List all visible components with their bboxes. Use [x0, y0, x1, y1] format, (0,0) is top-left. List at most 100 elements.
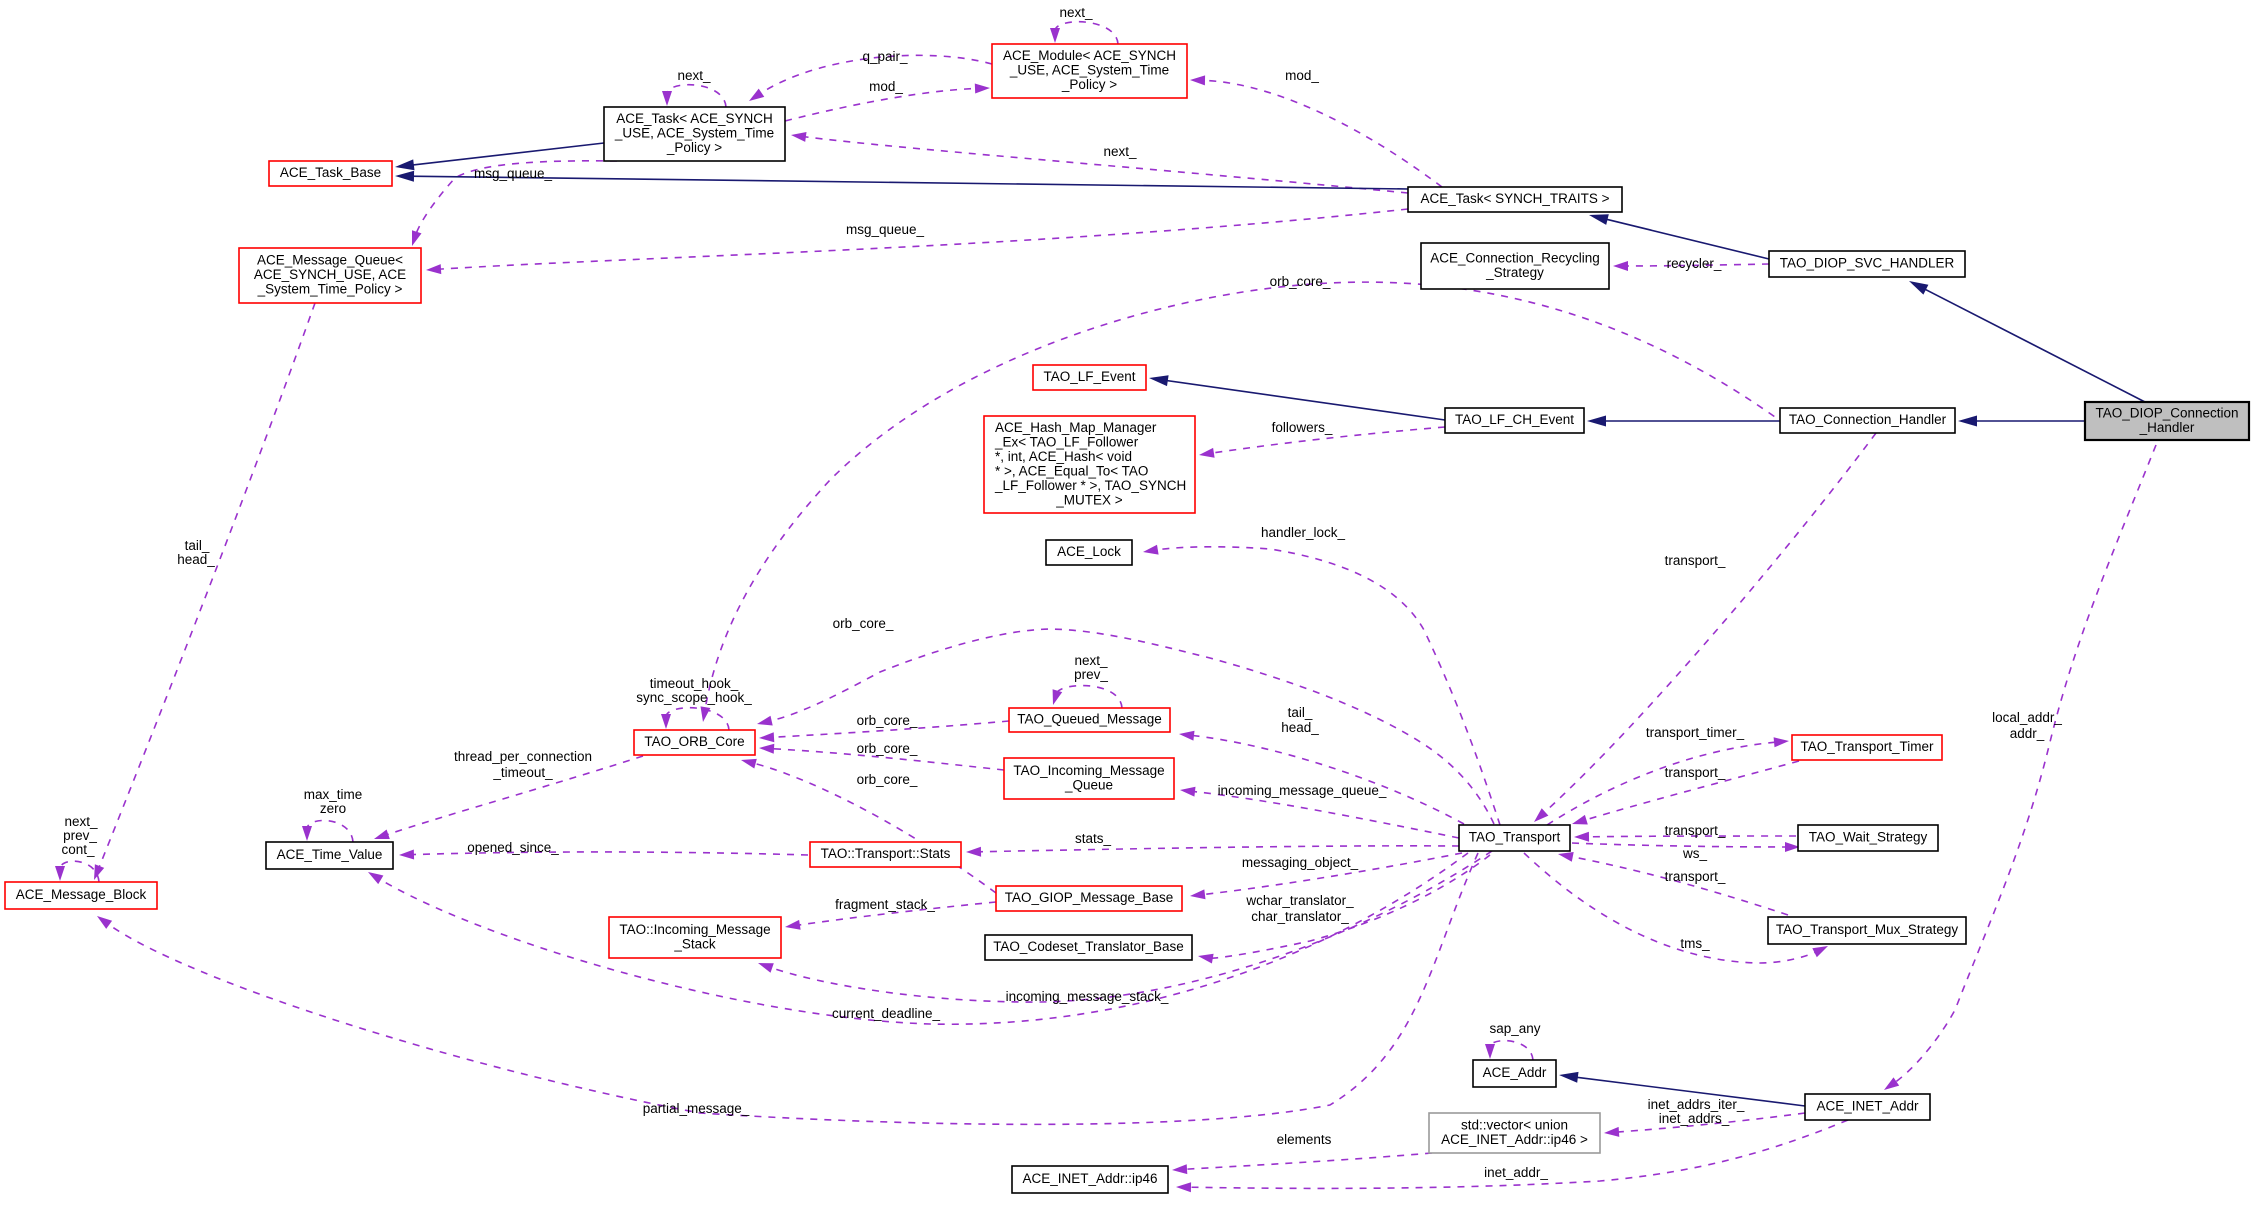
svg-text:head_: head_: [1281, 720, 1319, 735]
svg-text:_Queue: _Queue: [1064, 777, 1113, 792]
svg-text:zero: zero: [320, 801, 346, 816]
svg-text:orb_core_: orb_core_: [857, 713, 918, 728]
svg-text:ACE_Lock: ACE_Lock: [1057, 544, 1121, 559]
svg-text:incoming_message_stack_: incoming_message_stack_: [1006, 989, 1169, 1004]
svg-text:elements: elements: [1277, 1132, 1332, 1147]
svg-text:TAO_Incoming_Message: TAO_Incoming_Message: [1013, 763, 1164, 778]
svg-text:ACE_INET_Addr: ACE_INET_Addr: [1816, 1099, 1919, 1114]
svg-text:mod_: mod_: [1285, 68, 1319, 83]
svg-text:_Handler: _Handler: [2139, 420, 2195, 435]
svg-text:mod_: mod_: [869, 79, 903, 94]
svg-text:inet_addrs_: inet_addrs_: [1659, 1111, 1730, 1126]
svg-text:TAO_Codeset_Translator_Base: TAO_Codeset_Translator_Base: [993, 939, 1184, 954]
svg-text:_USE, ACE_System_Time: _USE, ACE_System_Time: [1009, 63, 1169, 78]
svg-text:opened_since_: opened_since_: [467, 840, 559, 855]
svg-text:sap_any: sap_any: [1489, 1021, 1540, 1036]
svg-text:TAO_Connection_Handler: TAO_Connection_Handler: [1789, 412, 1947, 427]
svg-text:_Ex< TAO_LF_Follower: _Ex< TAO_LF_Follower: [994, 434, 1139, 449]
svg-text:TAO_DIOP_SVC_HANDLER: TAO_DIOP_SVC_HANDLER: [1780, 256, 1955, 271]
svg-text:TAO::Transport::Stats: TAO::Transport::Stats: [821, 846, 951, 861]
svg-text:TAO_LF_Event: TAO_LF_Event: [1043, 369, 1135, 384]
svg-text:char_translator_: char_translator_: [1251, 909, 1349, 924]
svg-text:ACE_Connection_Recycling: ACE_Connection_Recycling: [1430, 250, 1600, 265]
svg-text:TAO::Incoming_Message: TAO::Incoming_Message: [619, 922, 770, 937]
svg-text:TAO_Transport_Mux_Strategy: TAO_Transport_Mux_Strategy: [1776, 922, 1959, 937]
svg-text:orb_core_: orb_core_: [1270, 274, 1331, 289]
svg-text:cont_: cont_: [61, 842, 95, 857]
svg-text:TAO_ORB_Core: TAO_ORB_Core: [644, 734, 744, 749]
svg-text:max_time: max_time: [304, 787, 363, 802]
svg-text:transport_timer_: transport_timer_: [1646, 725, 1745, 740]
svg-text:ACE_Message_Queue<: ACE_Message_Queue<: [257, 253, 403, 268]
svg-text:TAO_Queued_Message: TAO_Queued_Message: [1017, 712, 1162, 727]
svg-text:msg_queue_: msg_queue_: [846, 222, 925, 237]
svg-text:ACE_INET_Addr::ip46: ACE_INET_Addr::ip46: [1022, 1171, 1157, 1186]
svg-text:TAO_Transport_Timer: TAO_Transport_Timer: [1800, 739, 1934, 754]
svg-text:ACE_Task_Base: ACE_Task_Base: [280, 165, 381, 180]
svg-text:next_: next_: [1103, 144, 1137, 159]
svg-text:tail_: tail_: [185, 538, 210, 553]
svg-text:transport_: transport_: [1665, 869, 1726, 884]
svg-text:transport_: transport_: [1665, 553, 1726, 568]
svg-text:wchar_translator_: wchar_translator_: [1245, 893, 1354, 908]
svg-text:TAO_GIOP_Message_Base: TAO_GIOP_Message_Base: [1005, 890, 1174, 905]
svg-text:head_: head_: [177, 552, 215, 567]
svg-text:ACE_INET_Addr::ip46 >: ACE_INET_Addr::ip46 >: [1441, 1132, 1588, 1147]
svg-text:transport_: transport_: [1665, 823, 1726, 838]
svg-text:handler_lock_: handler_lock_: [1261, 525, 1346, 540]
svg-text:ACE_Task< SYNCH_TRAITS >: ACE_Task< SYNCH_TRAITS >: [1420, 191, 1609, 206]
svg-text:sync_scope_hook_: sync_scope_hook_: [636, 690, 752, 705]
svg-text:ACE_Task< ACE_SYNCH: ACE_Task< ACE_SYNCH: [616, 111, 772, 126]
svg-text:next_: next_: [1074, 653, 1108, 668]
svg-text:msg_queue_: msg_queue_: [474, 166, 553, 181]
svg-text:local_addr_: local_addr_: [1992, 710, 2062, 725]
svg-text:_USE, ACE_System_Time: _USE, ACE_System_Time: [614, 126, 774, 141]
svg-text:ws_: ws_: [1682, 846, 1707, 861]
svg-text:timeout_hook_: timeout_hook_: [650, 676, 739, 691]
svg-text:q_pair_: q_pair_: [862, 49, 908, 64]
svg-text:transport_: transport_: [1665, 765, 1726, 780]
svg-text:incoming_message_queue_: incoming_message_queue_: [1218, 783, 1387, 798]
svg-text:_LF_Follower * >, TAO_SYNCH: _LF_Follower * >, TAO_SYNCH: [994, 478, 1186, 493]
svg-text:inet_addr_: inet_addr_: [1484, 1165, 1548, 1180]
svg-text:inet_addrs_iter_: inet_addrs_iter_: [1648, 1097, 1745, 1112]
svg-text:orb_core_: orb_core_: [857, 772, 918, 787]
svg-text:next_: next_: [64, 814, 98, 829]
svg-text:prev_: prev_: [1074, 667, 1108, 682]
svg-text:_System_Time_Policy >: _System_Time_Policy >: [257, 282, 403, 297]
svg-text:_timeout_: _timeout_: [492, 765, 553, 780]
svg-text:partial_message_: partial_message_: [643, 1101, 750, 1116]
svg-text:next_: next_: [677, 68, 711, 83]
svg-text:ACE_Module< ACE_SYNCH: ACE_Module< ACE_SYNCH: [1003, 48, 1176, 63]
svg-text:* >, ACE_Equal_To< TAO: * >, ACE_Equal_To< TAO: [995, 464, 1148, 479]
svg-text:addr_: addr_: [2010, 726, 2045, 741]
svg-text:_Policy >: _Policy >: [1061, 77, 1117, 92]
svg-text:thread_per_connection: thread_per_connection: [454, 749, 592, 764]
svg-text:tail_: tail_: [1288, 705, 1313, 720]
svg-text:next_: next_: [1059, 5, 1093, 20]
svg-text:TAO_LF_CH_Event: TAO_LF_CH_Event: [1455, 412, 1574, 427]
svg-text:stats_: stats_: [1075, 831, 1112, 846]
svg-text:ACE_Hash_Map_Manager: ACE_Hash_Map_Manager: [995, 420, 1157, 435]
svg-text:_Strategy: _Strategy: [1485, 265, 1544, 280]
svg-text:TAO_DIOP_Connection: TAO_DIOP_Connection: [2095, 405, 2238, 420]
svg-text:ACE_SYNCH_USE, ACE: ACE_SYNCH_USE, ACE: [254, 267, 406, 282]
svg-text:recycler_: recycler_: [1667, 256, 1722, 271]
svg-text:messaging_object_: messaging_object_: [1242, 855, 1359, 870]
svg-text:ACE_Addr: ACE_Addr: [1483, 1065, 1547, 1080]
svg-text:TAO_Transport: TAO_Transport: [1469, 830, 1561, 845]
svg-text:prev_: prev_: [63, 828, 97, 843]
svg-text:*, int, ACE_Hash< void: *, int, ACE_Hash< void: [995, 449, 1132, 464]
svg-text:TAO_Wait_Strategy: TAO_Wait_Strategy: [1809, 830, 1928, 845]
svg-text:fragment_stack_: fragment_stack_: [835, 897, 935, 912]
svg-text:_Policy >: _Policy >: [666, 140, 722, 155]
svg-text:orb_core_: orb_core_: [833, 616, 894, 631]
svg-text:tms_: tms_: [1680, 936, 1710, 951]
svg-text:current_deadline_: current_deadline_: [832, 1006, 941, 1021]
svg-text:_MUTEX >: _MUTEX >: [1055, 493, 1123, 508]
svg-text:ACE_Message_Block: ACE_Message_Block: [16, 887, 147, 902]
svg-text:ACE_Time_Value: ACE_Time_Value: [277, 847, 383, 862]
svg-text:followers_: followers_: [1272, 420, 1333, 435]
svg-text:_Stack: _Stack: [673, 936, 716, 951]
svg-text:std::vector< union: std::vector< union: [1461, 1117, 1568, 1132]
